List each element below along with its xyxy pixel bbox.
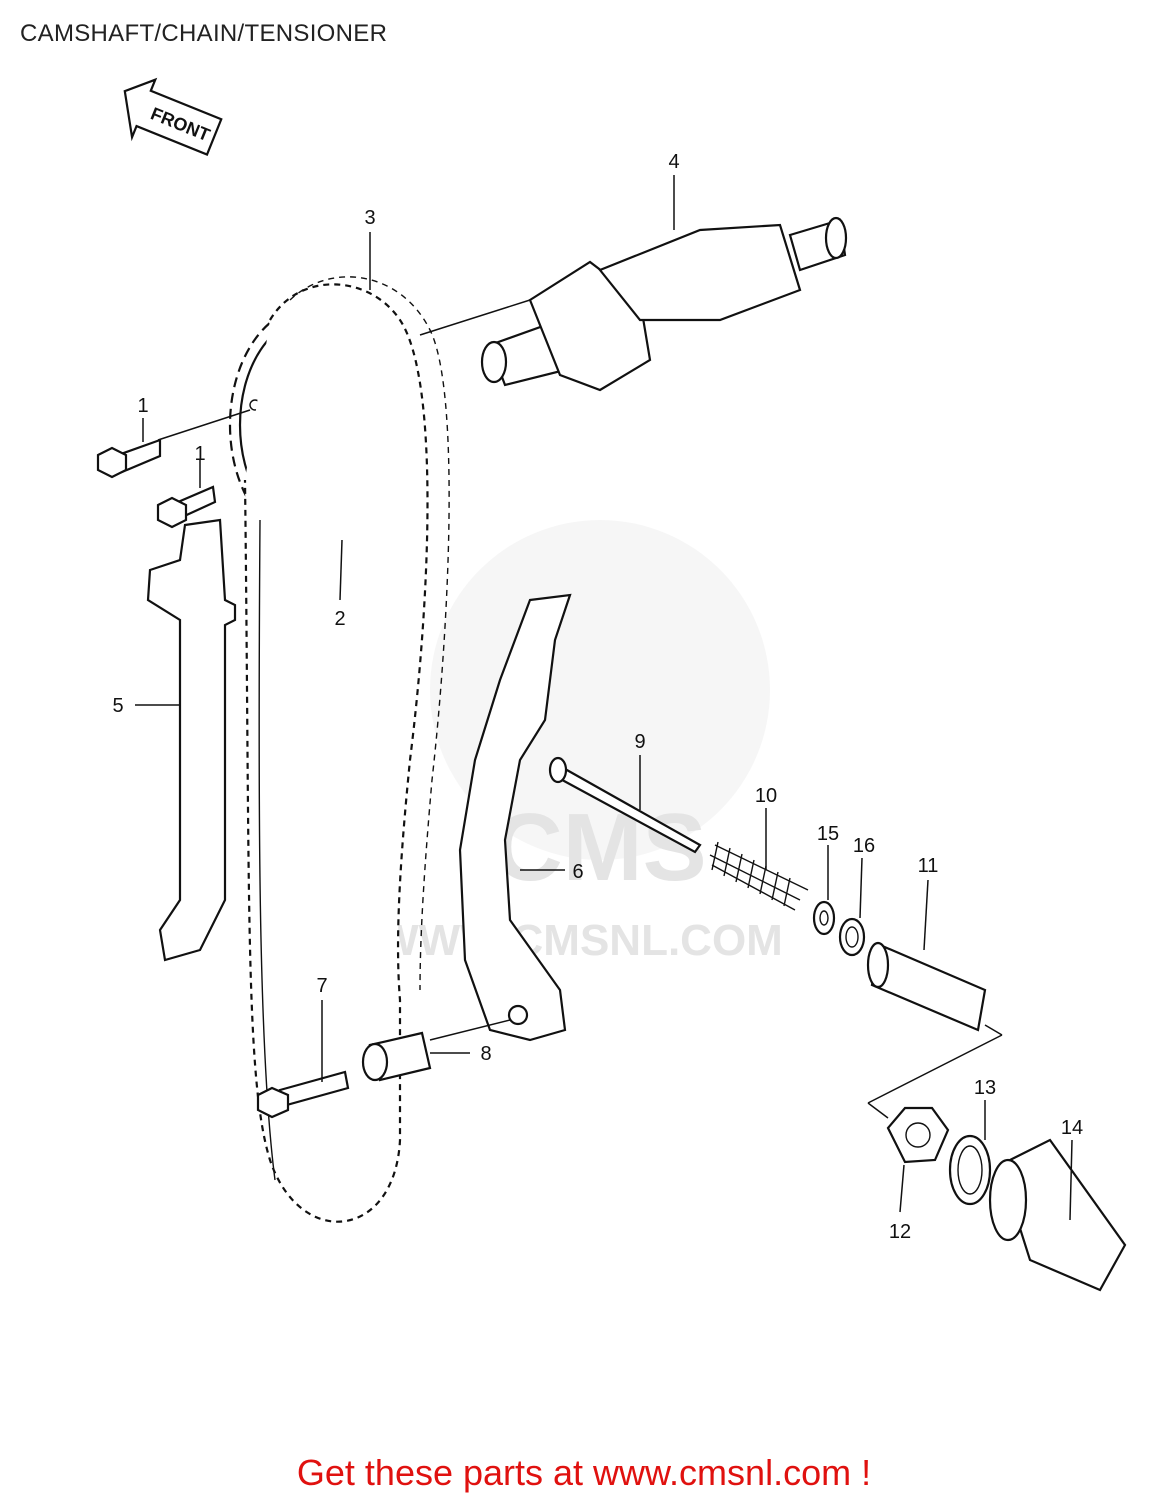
callout-10: 10 [755, 785, 777, 807]
callout-14: 14 [1061, 1117, 1083, 1139]
callout-6: 6 [572, 861, 583, 883]
callout-4: 4 [668, 151, 679, 173]
part-3-cam-chain [243, 276, 450, 1223]
callout-11: 11 [918, 855, 939, 877]
parts-diagram: CMS WWW.CMSNL.COM FRONT [96, 77, 1127, 1292]
watermark: CMS WWW.CMSNL.COM [377, 520, 783, 965]
front-arrow-shape [123, 77, 223, 156]
part-1-bolt-a [96, 438, 162, 479]
footer-cta-link[interactable]: Get these parts at www.cmsnl.com ! [296, 1452, 872, 1493]
part-9-pin [548, 756, 702, 854]
watermark-logo-text: CMS [493, 794, 706, 901]
callout-2: 2 [334, 608, 345, 630]
part-5-chain-guide [146, 518, 237, 962]
callout-9: 9 [634, 731, 645, 753]
callout-3: 3 [364, 207, 375, 229]
part-14-cap [988, 1138, 1127, 1292]
leader-lines [135, 175, 1073, 1221]
part-10-spring [709, 841, 809, 911]
callout-16: 16 [853, 835, 875, 857]
callout-5: 5 [112, 695, 123, 717]
callouts: 1 1 2 3 4 5 6 7 8 9 10 11 12 13 14 15 16 [112, 151, 1083, 1243]
callout-1-b: 1 [194, 443, 205, 465]
front-arrow: FRONT [123, 77, 223, 156]
part-1-bolt-b [156, 485, 217, 529]
part-16-washer [838, 917, 866, 957]
callout-8: 8 [480, 1043, 491, 1065]
callout-13: 13 [974, 1077, 996, 1099]
part-13-washer [948, 1134, 992, 1206]
part-6-tensioner-guide [458, 593, 572, 1042]
watermark-site-text: WWW.CMSNL.COM [377, 916, 783, 965]
part-8-collar [361, 1031, 432, 1082]
callout-7: 7 [316, 975, 327, 997]
part-11-tensioner-body [866, 941, 987, 1032]
part-7-bolt [256, 1070, 350, 1119]
diagram-title: CAMSHAFT/CHAIN/TENSIONER [20, 20, 388, 47]
callout-15: 15 [817, 823, 839, 845]
callout-1-a: 1 [137, 395, 148, 417]
part-12-nut [886, 1106, 950, 1164]
callout-12: 12 [889, 1221, 911, 1243]
part-4-camshaft [480, 216, 848, 392]
part-15-washer [812, 900, 836, 936]
